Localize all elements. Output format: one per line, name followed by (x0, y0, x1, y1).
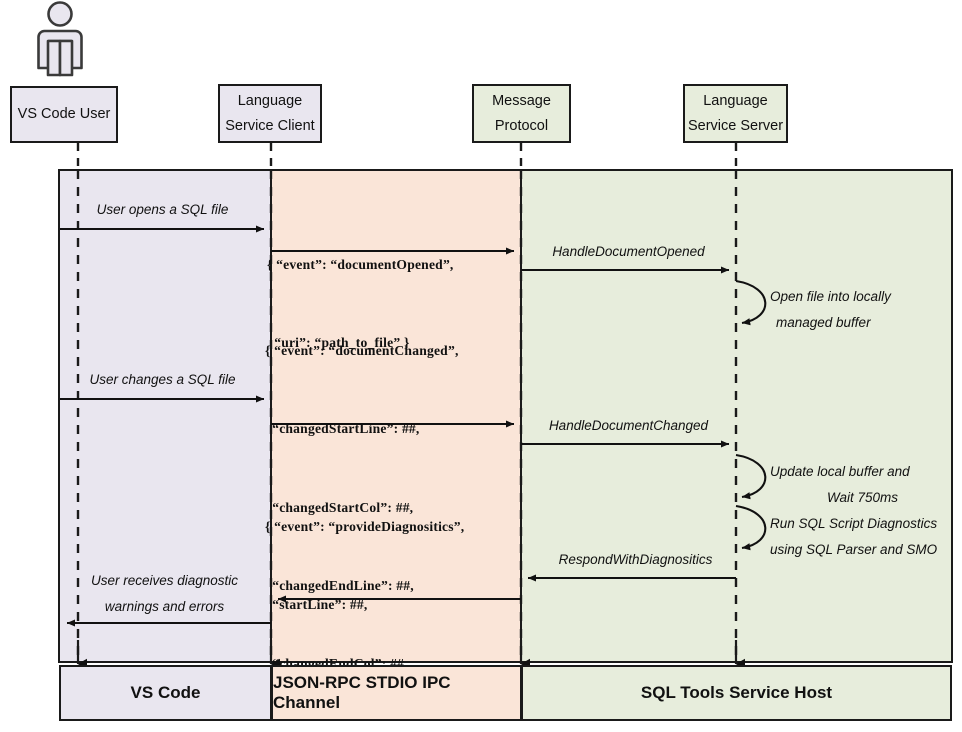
label-respond-with-diagnostics: RespondWithDiagnositics (558, 552, 713, 567)
selfcall-label-run-diagnostics: Run SQL Script Diagnostics using SQL Par… (770, 511, 955, 564)
payload-document-opened-line-0: { “event”: “documentOpened”, (267, 257, 454, 273)
selfcall-update-buffer-line1: Update local buffer and (770, 464, 910, 479)
participant-box-language-client[interactable]: Language Service Client (218, 84, 322, 143)
participant-language-server-line2: Service Server (687, 118, 784, 134)
payload-document-opened: { “event”: “documentOpened”, “uri”: “pat… (267, 200, 454, 409)
participant-language-server-line1: Language (703, 92, 768, 109)
selfcall-label-update-buffer-wait: Update local buffer and Wait 750ms (770, 459, 955, 512)
participant-box-message-protocol[interactable]: Message Protocol (472, 84, 571, 143)
selfcall-open-file-line2: managed buffer (776, 315, 871, 331)
footer-cell-vs-code[interactable]: VS Code (59, 665, 272, 721)
band-vscode (58, 169, 272, 663)
footer-label-vs-code: VS Code (130, 683, 201, 702)
lifelines (76, 143, 738, 655)
label-handle-document-opened: HandleDocumentOpened (552, 244, 705, 259)
footer-label-service-host: SQL Tools Service Host (640, 683, 833, 702)
label-handle-document-changed: HandleDocumentChanged (548, 418, 709, 433)
payload-document-changed-line-1: “changedStartLine”: ##, (265, 421, 420, 437)
label-user-receives-line2: warnings and errors (104, 599, 225, 615)
label-user-receives-line1: User receives diagnostic (90, 573, 239, 588)
payload-document-changed-line-3: “changedEndLine”: ##, (265, 578, 414, 594)
payload-document-changed-line-2: “changedStartCol”: ##, (265, 499, 414, 515)
participant-message-protocol-line2: Protocol (494, 118, 549, 134)
selfcall-run-diagnostics-line2: using SQL Parser and SMO (770, 542, 938, 558)
participant-language-client-line2: Service Client (225, 118, 315, 134)
payload-provide-diagnostics-line-1: “startLine”: ##, (265, 597, 368, 613)
selfcall-update-buffer-line2: Wait 750ms (826, 490, 899, 506)
participant-box-language-server[interactable]: Language Service Server (683, 84, 788, 143)
loop-run-diagnostics (735, 504, 767, 551)
payload-document-changed-line-0: { “event”: “documentChanged”, (265, 343, 459, 359)
label-user-opens-sql-file: User opens a SQL file (96, 202, 229, 217)
lifeline-terminators (76, 640, 745, 670)
message-arrows (60, 225, 736, 627)
label-user-receives-diagnostics: User receives diagnostic warnings and er… (62, 568, 267, 621)
footer-cell-service-host[interactable]: SQL Tools Service Host (521, 665, 952, 721)
self-call-loops (735, 279, 767, 551)
selfcall-run-diagnostics-line1: Run SQL Script Diagnostics (770, 516, 938, 531)
selfcall-label-open-file-buffer: Open file into locally managed buffer (770, 284, 955, 337)
loop-open-file-buffer (735, 279, 767, 326)
loop-update-buffer-wait (735, 453, 767, 500)
label-user-changes-sql-file: User changes a SQL file (89, 372, 236, 387)
payload-provide-diagnostics-line-0: { “event”: “provideDiagnositics”, (265, 519, 465, 535)
footer-cell-ipc-channel[interactable]: JSON-RPC STDIO IPC Channel (271, 665, 522, 721)
payload-document-changed: { “event”: “documentChanged”, “changedSt… (265, 286, 463, 732)
participant-language-client-line1: Language (237, 92, 303, 109)
selfcall-open-file-line1: Open file into locally (770, 289, 891, 304)
footer-label-ipc-channel: JSON-RPC STDIO IPC Channel (273, 673, 451, 712)
person-icon (37, 1, 83, 77)
participant-vscode-user-line1: VS Code User (17, 106, 111, 123)
participant-message-protocol-line1: Message (492, 92, 551, 109)
payload-document-opened-line-1: “uri”: “path_to_file” } (267, 335, 410, 351)
participant-box-vscode-user[interactable]: VS Code User (10, 86, 118, 143)
